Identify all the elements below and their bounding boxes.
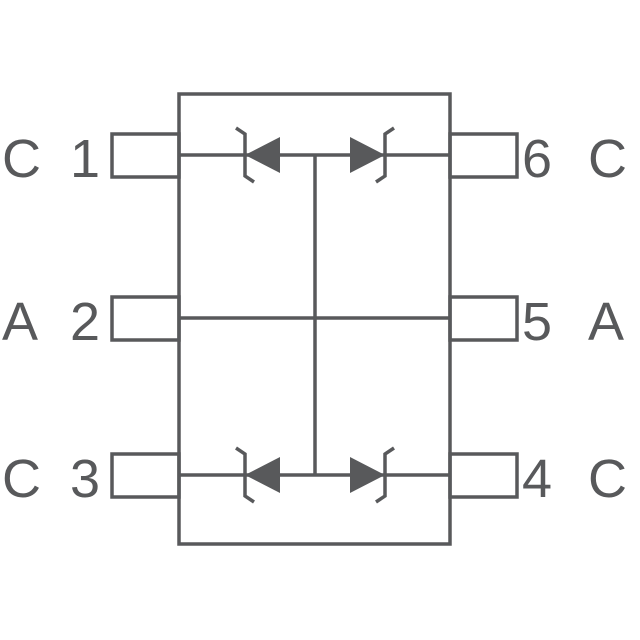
pin-5-number: 5 — [522, 292, 552, 352]
diode-triangle — [350, 137, 385, 173]
zener-cathode-bar — [375, 446, 395, 504]
pin-5-lead — [448, 295, 519, 342]
pin-1-lead — [110, 132, 181, 179]
pin-4-name: C — [588, 449, 627, 509]
pin-3-lead — [110, 452, 181, 499]
pin-3-name: C — [2, 449, 41, 509]
diode-triangle — [350, 457, 385, 493]
pin-4-number: 4 — [522, 449, 552, 509]
pin-6-number: 6 — [522, 129, 552, 189]
zener-cathode-bar — [375, 126, 395, 184]
pin-6-name: C — [588, 129, 627, 189]
pin-3-number: 3 — [70, 449, 100, 509]
zener-cathode-bar — [235, 126, 255, 184]
pin-6-lead — [448, 132, 519, 179]
diode-triangle — [245, 457, 280, 493]
zener-diode-top-right — [350, 126, 395, 184]
zener-diode-bottom-left — [235, 446, 280, 504]
zener-cathode-bar — [235, 446, 255, 504]
pin-2-name: A — [2, 292, 38, 352]
diode-triangle — [245, 137, 280, 173]
pin-1-number: 1 — [70, 129, 100, 189]
pin-2-number: 2 — [70, 292, 100, 352]
pin-2-lead — [110, 295, 181, 342]
zener-diode-bottom-right — [350, 446, 395, 504]
pin-5-name: A — [588, 292, 624, 352]
zener-diode-top-left — [235, 126, 280, 184]
pin-1-name: C — [2, 129, 41, 189]
pin-4-lead — [448, 452, 519, 499]
